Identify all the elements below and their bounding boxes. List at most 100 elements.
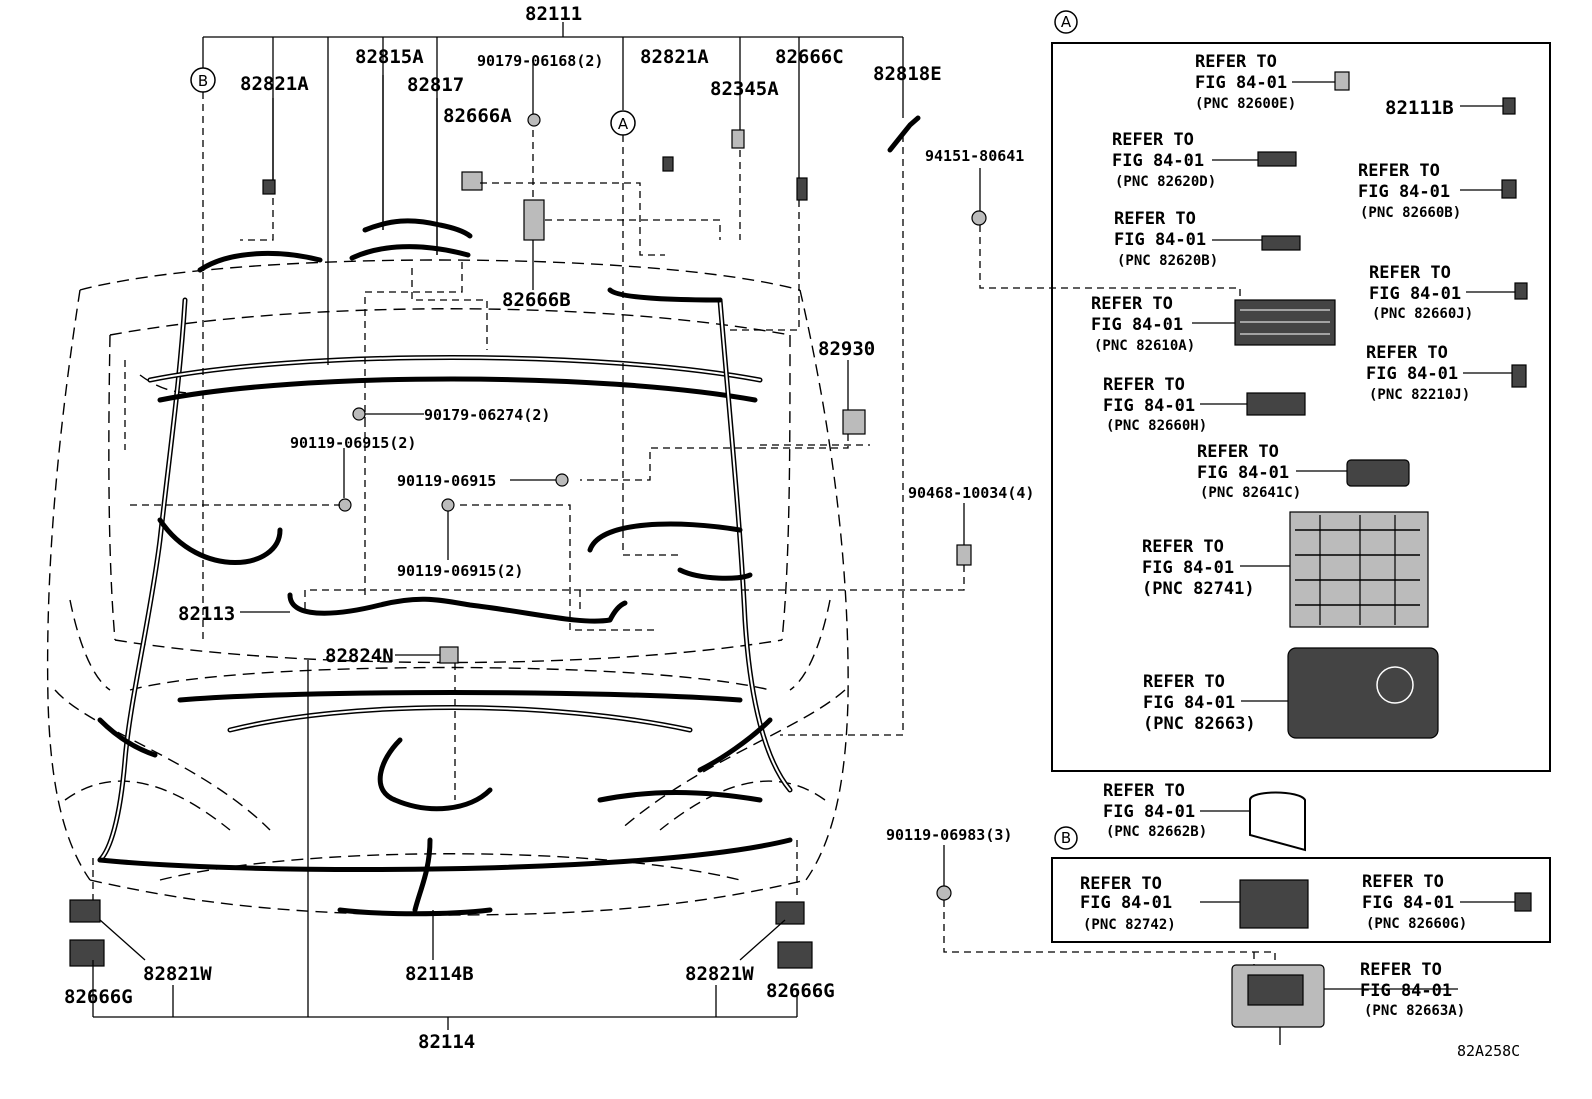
leader-lines bbox=[92, 22, 1515, 1030]
refer-82660G: REFER TO FIG 84-01 (PNC 82660G) bbox=[1362, 872, 1467, 932]
svg-text:REFER TO: REFER TO bbox=[1197, 442, 1279, 462]
svg-text:(PNC 82660B): (PNC 82660B) bbox=[1360, 205, 1461, 221]
callout-a-box: A bbox=[1054, 10, 1078, 34]
callout-a-harness: A bbox=[610, 110, 636, 136]
label-90468-10034: 90468-10034(4) bbox=[908, 484, 1034, 502]
svg-text:(PNC 82660G): (PNC 82660G) bbox=[1366, 916, 1467, 932]
refer-82610A: REFER TO FIG 84-01 (PNC 82610A) bbox=[1091, 294, 1195, 354]
label-90179-06168: 90179-06168(2) bbox=[477, 52, 603, 70]
label-82821A-right: 82821A bbox=[640, 46, 709, 68]
svg-text:(PNC 82620B): (PNC 82620B) bbox=[1117, 253, 1218, 269]
refer-82662B: REFER TO FIG 84-01 (PNC 82662B) bbox=[1103, 781, 1207, 840]
svg-text:REFER TO: REFER TO bbox=[1366, 343, 1448, 363]
refer-82641C: REFER TO FIG 84-01 (PNC 82641C) bbox=[1197, 442, 1301, 501]
relay-block-82610A bbox=[1234, 299, 1336, 346]
refer-82660J: REFER TO FIG 84-01 (PNC 82660J) bbox=[1369, 263, 1473, 322]
svg-text:FIG 84-01: FIG 84-01 bbox=[1195, 73, 1287, 93]
connector-82660H bbox=[1246, 392, 1306, 416]
label-82817: 82817 bbox=[407, 74, 464, 96]
svg-text:FIG 84-01: FIG 84-01 bbox=[1112, 151, 1204, 171]
svg-text:REFER TO: REFER TO bbox=[1114, 209, 1196, 229]
svg-text:REFER TO: REFER TO bbox=[1103, 375, 1185, 395]
callout-b-box: B bbox=[1054, 826, 1078, 850]
svg-text:FIG 84-01: FIG 84-01 bbox=[1091, 315, 1183, 335]
refer-blocks: REFER TO FIG 84-01 (PNC 82600E) REFER TO… bbox=[1080, 52, 1473, 1019]
label-82821W-right: 82821W bbox=[685, 963, 754, 985]
label-82111: 82111 bbox=[525, 3, 582, 25]
label-82113: 82113 bbox=[178, 603, 235, 625]
svg-text:REFER TO: REFER TO bbox=[1360, 960, 1442, 980]
svg-text:(PNC 82742): (PNC 82742) bbox=[1083, 917, 1176, 933]
label-82345A: 82345A bbox=[710, 78, 779, 100]
vehicle-body-outline bbox=[46, 259, 849, 916]
detail-box-b bbox=[1051, 857, 1551, 943]
junction-box-82663A bbox=[1231, 964, 1325, 1045]
label-90119-06915-2a: 90119-06915(2) bbox=[290, 434, 416, 452]
fuse-block-82741 bbox=[1289, 511, 1429, 628]
svg-text:FIG 84-01: FIG 84-01 bbox=[1143, 693, 1235, 713]
label-82824N: 82824N bbox=[325, 645, 394, 667]
svg-text:REFER TO: REFER TO bbox=[1142, 537, 1224, 557]
connector-82641C bbox=[1346, 459, 1410, 487]
label-82666A: 82666A bbox=[443, 105, 512, 127]
label-82666G-left: 82666G bbox=[64, 986, 133, 1008]
svg-text:(PNC 82741): (PNC 82741) bbox=[1142, 579, 1255, 599]
svg-text:A: A bbox=[1061, 13, 1072, 31]
svg-text:REFER TO: REFER TO bbox=[1112, 130, 1194, 150]
label-90119-06915-2b: 90119-06915(2) bbox=[397, 562, 523, 580]
svg-text:FIG 84-01: FIG 84-01 bbox=[1103, 396, 1195, 416]
figure-code: 82A258C bbox=[1457, 1042, 1520, 1060]
refer-82663: REFER TO FIG 84-01 (PNC 82663) bbox=[1143, 672, 1256, 734]
label-82821W-left: 82821W bbox=[143, 963, 212, 985]
label-82815A: 82815A bbox=[355, 46, 424, 68]
bracket-82815A bbox=[362, 218, 473, 239]
svg-text:FIG 84-01: FIG 84-01 bbox=[1366, 364, 1458, 384]
svg-text:REFER TO: REFER TO bbox=[1195, 52, 1277, 72]
svg-text:FIG 84-01: FIG 84-01 bbox=[1362, 893, 1454, 913]
refer-82660H: REFER TO FIG 84-01 (PNC 82660H) bbox=[1103, 375, 1207, 434]
relay-block-82742 bbox=[1239, 879, 1309, 929]
refer-82742: REFER TO FIG 84-01 (PNC 82742) bbox=[1080, 874, 1176, 933]
svg-text:(PNC 82660H): (PNC 82660H) bbox=[1106, 418, 1207, 434]
svg-text:(PNC 82600E): (PNC 82600E) bbox=[1195, 96, 1296, 112]
label-82111B: 82111B bbox=[1385, 97, 1454, 119]
cover-82663 bbox=[1287, 647, 1439, 739]
main-wire-harness bbox=[97, 250, 793, 917]
harness-82113 bbox=[287, 592, 628, 624]
label-82818E: 82818E bbox=[873, 63, 942, 85]
refer-82660B: REFER TO FIG 84-01 (PNC 82660B) bbox=[1358, 161, 1461, 221]
svg-text:(PNC 82663): (PNC 82663) bbox=[1143, 714, 1256, 734]
label-82930: 82930 bbox=[818, 338, 875, 360]
label-82666B: 82666B bbox=[502, 289, 571, 311]
dashed-reference-lines bbox=[92, 92, 1276, 965]
label-82114: 82114 bbox=[418, 1031, 475, 1053]
callout-b-harness: B bbox=[190, 67, 216, 93]
refer-82600E: REFER TO FIG 84-01 (PNC 82600E) bbox=[1195, 52, 1296, 112]
cover-82662B bbox=[1249, 791, 1306, 852]
svg-text:(PNC 82641C): (PNC 82641C) bbox=[1200, 485, 1301, 501]
svg-text:FIG 84-01: FIG 84-01 bbox=[1369, 284, 1461, 304]
label-90119-06983: 90119-06983(3) bbox=[886, 826, 1012, 844]
label-82666C: 82666C bbox=[775, 46, 844, 68]
svg-text:FIG 84-01: FIG 84-01 bbox=[1197, 463, 1289, 483]
svg-text:(PNC 82662B): (PNC 82662B) bbox=[1106, 824, 1207, 840]
small-parts bbox=[69, 71, 1532, 969]
svg-text:B: B bbox=[1061, 829, 1071, 847]
svg-text:A: A bbox=[618, 115, 629, 133]
refer-82663A: REFER TO FIG 84-01 (PNC 82663A) bbox=[1360, 960, 1465, 1019]
refer-82741: REFER TO FIG 84-01 (PNC 82741) bbox=[1142, 537, 1255, 599]
part-number-labels: 82111 82821A 82815A 82817 90179-06168(2)… bbox=[64, 3, 1520, 1060]
svg-text:REFER TO: REFER TO bbox=[1091, 294, 1173, 314]
refer-82620D: REFER TO FIG 84-01 (PNC 82620D) bbox=[1112, 130, 1216, 190]
svg-text:(PNC 82660J): (PNC 82660J) bbox=[1372, 306, 1473, 322]
label-82821A-left: 82821A bbox=[240, 73, 309, 95]
svg-text:(PNC 82663A): (PNC 82663A) bbox=[1364, 1003, 1465, 1019]
bracket-82817 bbox=[349, 244, 471, 261]
svg-text:FIG 84-01: FIG 84-01 bbox=[1103, 802, 1195, 822]
svg-text:REFER TO: REFER TO bbox=[1369, 263, 1451, 283]
refer-82620B: REFER TO FIG 84-01 (PNC 82620B) bbox=[1114, 209, 1218, 269]
svg-text:(PNC 82610A): (PNC 82610A) bbox=[1094, 338, 1195, 354]
svg-text:REFER TO: REFER TO bbox=[1362, 872, 1444, 892]
label-94151-80641: 94151-80641 bbox=[925, 147, 1024, 165]
